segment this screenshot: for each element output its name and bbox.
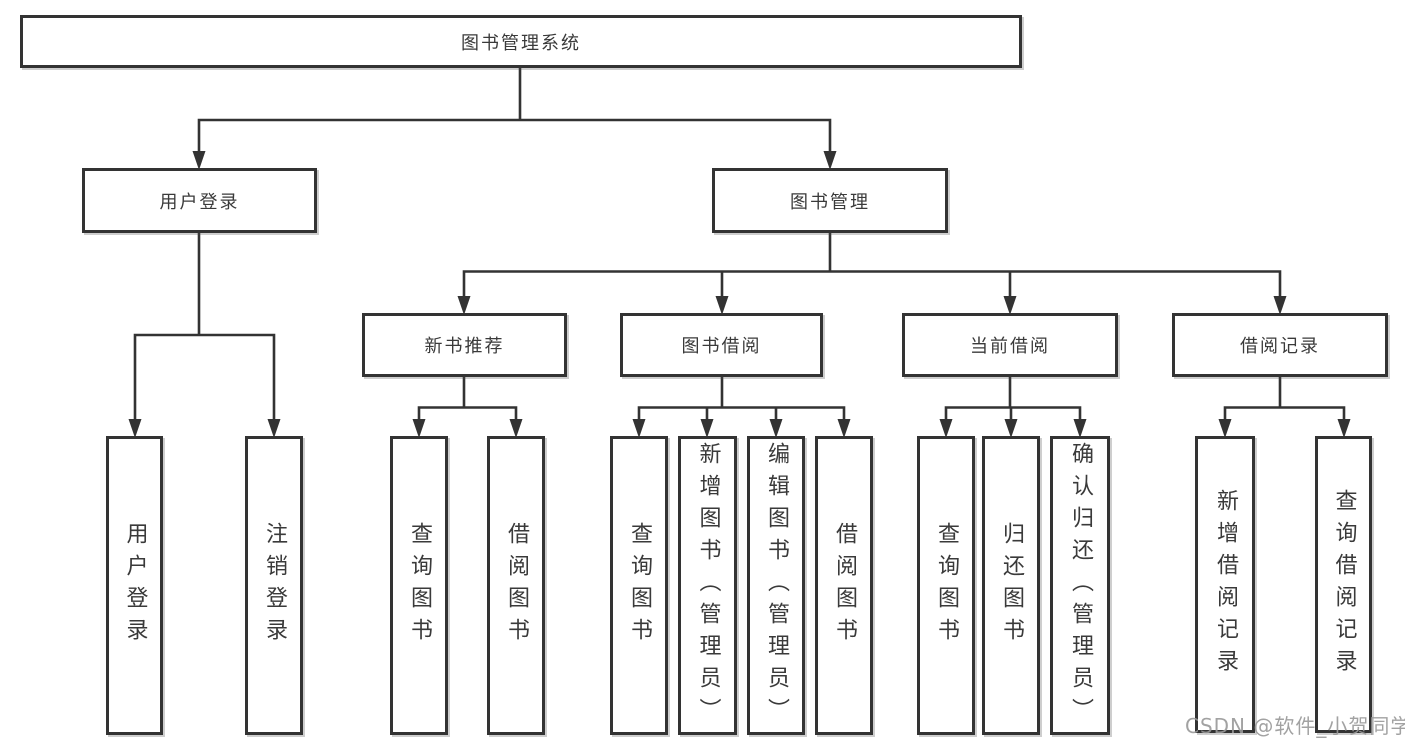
node-leaf-user-login: 用户登录	[106, 436, 163, 735]
node-book-borrow: 图书借阅	[620, 313, 823, 377]
node-leaf-edit-books-admin: 编辑图书（管理员）	[747, 436, 805, 735]
node-leaf-query-books-current: 查询图书	[917, 436, 975, 735]
node-leaf-confirm-return-admin: 确认归还（管理员）	[1050, 436, 1110, 735]
node-label-leaf-confirm-return-admin: 确认归还（管理员）	[1068, 441, 1093, 730]
node-user-login: 用户登录	[82, 168, 317, 233]
connector-lines	[133, 68, 1346, 423]
node-leaf-query-books-borrow: 查询图书	[610, 436, 668, 735]
node-borrow-records: 借阅记录	[1172, 313, 1388, 377]
node-label-borrow-records: 借阅记录	[1240, 336, 1320, 357]
node-label-leaf-logout: 注销登录	[262, 521, 287, 650]
node-label-leaf-user-login: 用户登录	[122, 521, 148, 650]
node-label-book-management: 图书管理	[790, 191, 870, 213]
node-label-leaf-edit-books-admin: 编辑图书（管理员）	[764, 441, 789, 730]
node-leaf-query-borrow-record: 查询借阅记录	[1315, 436, 1372, 733]
node-label-user-login: 用户登录	[159, 191, 240, 213]
node-label-leaf-borrow-books-recommend: 借阅图书	[504, 521, 529, 650]
node-leaf-logout: 注销登录	[245, 436, 303, 735]
node-leaf-borrow-books-recommend: 借阅图书	[487, 436, 545, 735]
node-root: 图书管理系统	[20, 15, 1022, 68]
node-leaf-add-borrow-record: 新增借阅记录	[1195, 436, 1255, 733]
node-current-borrow: 当前借阅	[902, 313, 1118, 377]
node-label-current-borrow: 当前借阅	[970, 336, 1050, 357]
node-new-book-recommend: 新书推荐	[362, 313, 567, 377]
node-leaf-return-books: 归还图书	[982, 436, 1040, 735]
node-label-root: 图书管理系统	[461, 32, 581, 54]
node-label-leaf-query-books-borrow: 查询图书	[627, 521, 652, 650]
node-label-new-book-recommend: 新书推荐	[424, 336, 505, 357]
node-leaf-query-books-recommend: 查询图书	[390, 436, 448, 735]
node-label-leaf-add-borrow-record: 新增借阅记录	[1213, 488, 1238, 681]
node-leaf-borrow-books: 借阅图书	[815, 436, 873, 735]
node-label-leaf-borrow-books: 借阅图书	[832, 521, 857, 650]
node-label-book-borrow: 图书借阅	[681, 336, 762, 357]
node-label-leaf-query-books-recommend: 查询图书	[407, 521, 432, 650]
node-label-leaf-query-books-current: 查询图书	[934, 521, 959, 650]
node-label-leaf-query-borrow-record: 查询借阅记录	[1331, 488, 1357, 681]
watermark: CSDN @软件_小贺同学	[1185, 714, 1405, 738]
node-leaf-add-books-admin: 新增图书（管理员）	[678, 436, 737, 735]
node-label-leaf-add-books-admin: 新增图书（管理员）	[695, 441, 721, 730]
node-book-management: 图书管理	[712, 168, 948, 233]
node-label-leaf-return-books: 归还图书	[999, 521, 1024, 650]
